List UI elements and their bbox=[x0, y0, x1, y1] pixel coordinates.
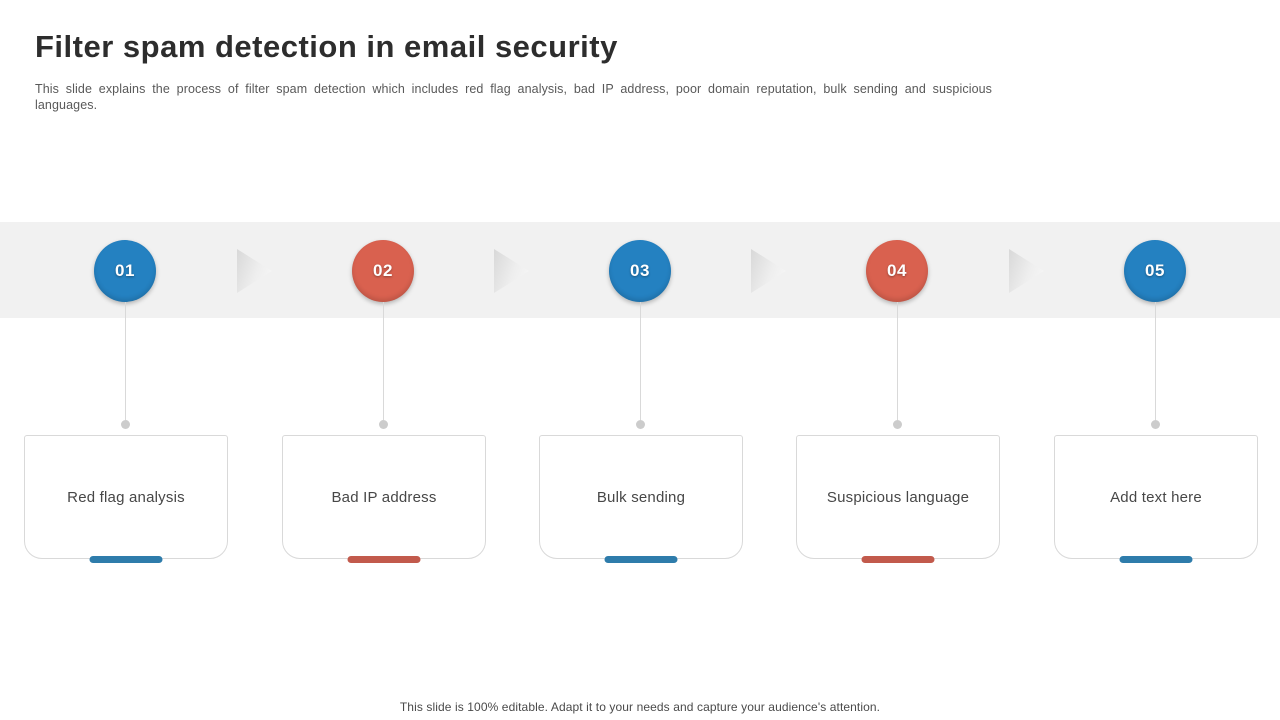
step-4-label: Suspicious language bbox=[826, 488, 970, 506]
step-2-accent-bar bbox=[347, 556, 421, 563]
step-2-card[interactable]: Bad IP address bbox=[282, 435, 486, 563]
step-5-number: 05 bbox=[1145, 261, 1165, 280]
step-4-connector-dot bbox=[893, 420, 902, 429]
step-2-connector-line bbox=[383, 302, 384, 420]
step-4-number: 04 bbox=[887, 261, 907, 280]
step-5-circle[interactable]: 05 bbox=[1124, 240, 1186, 302]
step-3-number: 03 bbox=[630, 261, 650, 280]
step-5-connector-line bbox=[1155, 302, 1156, 420]
step-3-circle[interactable]: 03 bbox=[609, 240, 671, 302]
slide-title[interactable]: Filter spam detection in email security bbox=[35, 29, 618, 64]
step-1-card[interactable]: Red flag analysis bbox=[24, 435, 228, 563]
step-1-accent-bar bbox=[89, 556, 163, 563]
step-2-number: 02 bbox=[373, 261, 393, 280]
step-4-circle[interactable]: 04 bbox=[866, 240, 928, 302]
step-3-accent-bar bbox=[604, 556, 678, 563]
step-5-card[interactable]: Add text here bbox=[1054, 435, 1258, 563]
step-3-connector-line bbox=[640, 302, 641, 420]
step-3-connector-dot bbox=[636, 420, 645, 429]
step-1-number: 01 bbox=[115, 261, 135, 280]
step-4-accent-bar bbox=[861, 556, 935, 563]
slide-subtitle[interactable]: This slide explains the process of filte… bbox=[35, 81, 993, 112]
step-1-label: Red flag analysis bbox=[67, 488, 185, 506]
step-1-circle[interactable]: 01 bbox=[94, 240, 156, 302]
step-5-accent-bar bbox=[1119, 556, 1193, 563]
step-3-label: Bulk sending bbox=[596, 488, 686, 506]
step-5-connector-dot bbox=[1151, 420, 1160, 429]
step-4-connector-line bbox=[897, 302, 898, 420]
step-5-label: Add text here bbox=[1110, 488, 1202, 506]
step-4-card[interactable]: Suspicious language bbox=[796, 435, 1000, 563]
step-2-label: Bad IP address bbox=[331, 488, 437, 506]
step-2-connector-dot bbox=[379, 420, 388, 429]
step-2-circle[interactable]: 02 bbox=[352, 240, 414, 302]
slide-footer-note: This slide is 100% editable. Adapt it to… bbox=[399, 700, 881, 714]
step-1-connector-dot bbox=[121, 420, 130, 429]
slide-header: Filter spam detection in email security … bbox=[35, 28, 1045, 113]
step-1-connector-line bbox=[125, 302, 126, 420]
step-3-card[interactable]: Bulk sending bbox=[539, 435, 743, 563]
